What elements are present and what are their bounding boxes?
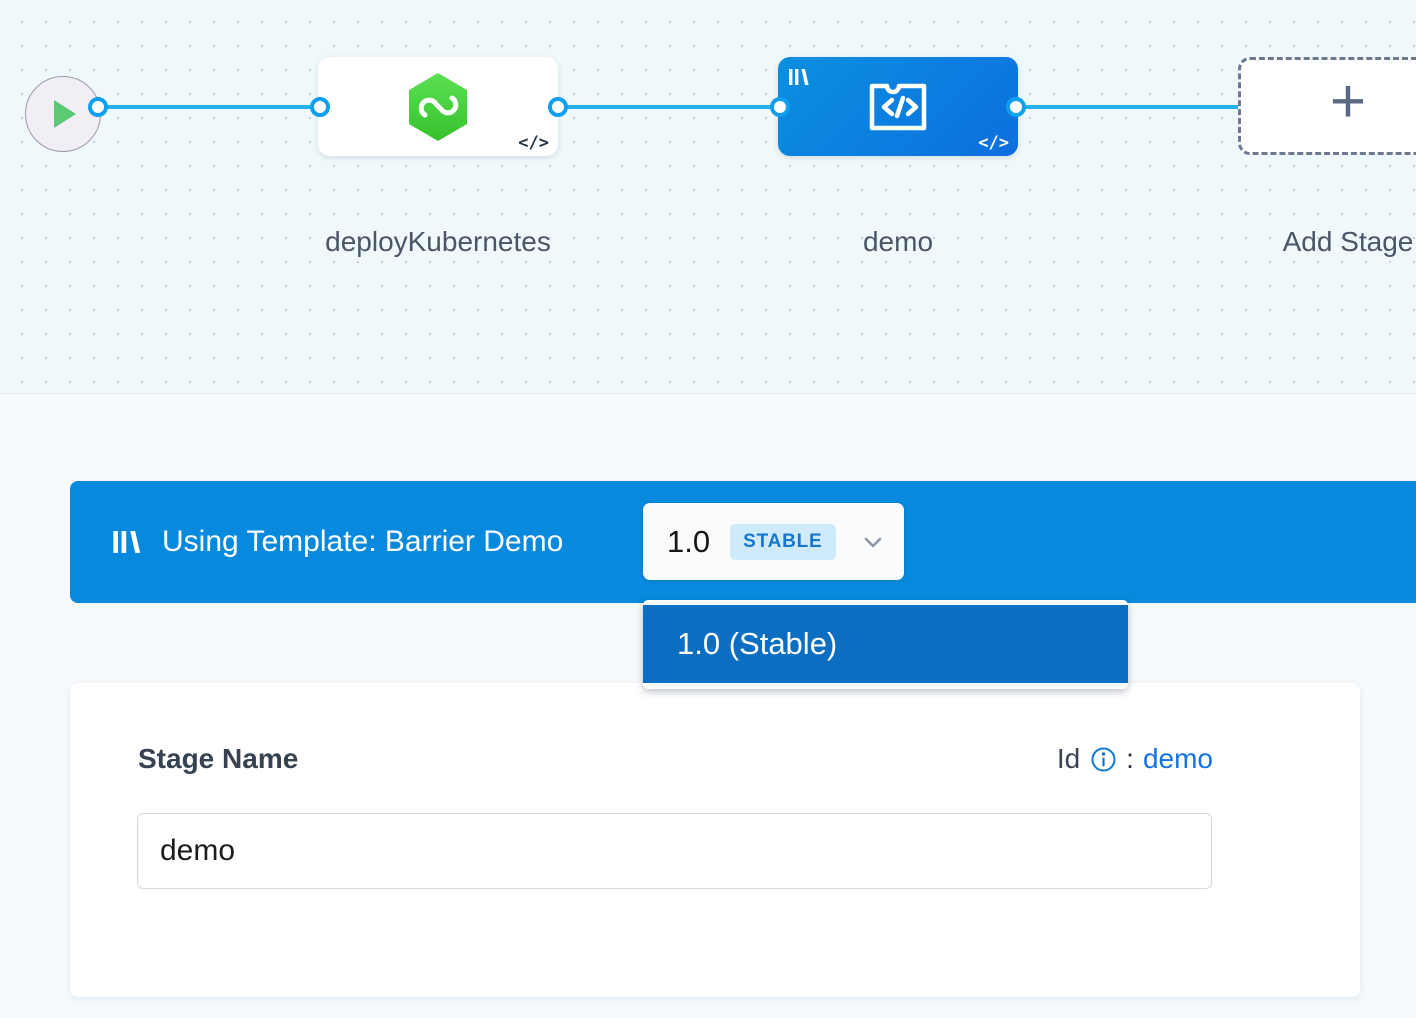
- stage-name-field-header: Stage Name Id : demo: [138, 743, 1213, 775]
- info-circle-icon[interactable]: [1090, 746, 1117, 773]
- stage-node-label-deploykubernetes: deployKubernetes: [325, 226, 551, 257]
- demo-node-input-port[interactable]: [770, 97, 790, 117]
- deploy-node-input-port[interactable]: [310, 97, 330, 117]
- stage-config-panel: Using Template: Barrier Demo 1.0 STABLE …: [0, 394, 1416, 1018]
- using-template-label: Using Template: Barrier Demo: [162, 525, 564, 558]
- stage-node-demo[interactable]: </>: [778, 57, 1018, 156]
- plus-icon: +: [1329, 67, 1367, 136]
- add-stage-label: Add Stage: [1282, 226, 1414, 257]
- stage-node-deploykubernetes[interactable]: </>: [318, 57, 558, 156]
- chevron-down-icon[interactable]: [860, 529, 886, 555]
- edge-demo-to-addstage: [1006, 105, 1246, 109]
- code-angle-brackets-icon: </>: [978, 133, 1009, 153]
- code-angle-brackets-icon: </>: [518, 133, 549, 153]
- edge-deploy-to-demo: [548, 105, 788, 109]
- demo-node-output-port[interactable]: [1006, 97, 1026, 117]
- edge-start-to-deploy: [100, 105, 330, 109]
- stage-name-label: Stage Name: [138, 743, 299, 774]
- stage-node-label-demo: demo: [862, 226, 934, 257]
- template-puzzle-code-icon: [778, 57, 1018, 156]
- template-version-select[interactable]: 1.0 STABLE: [643, 503, 904, 580]
- template-version-number: 1.0: [667, 523, 711, 559]
- template-library-icon: [788, 66, 810, 88]
- template-library-icon: [112, 527, 142, 557]
- stage-id-value[interactable]: demo: [1142, 743, 1213, 774]
- id-separator: :: [1126, 743, 1134, 774]
- stage-name-input[interactable]: [137, 813, 1212, 889]
- play-icon: [54, 100, 76, 128]
- harness-deploy-hexagon-icon: [318, 57, 558, 156]
- template-version-dropdown-menu[interactable]: 1.0 (Stable): [643, 600, 1128, 689]
- id-label: Id: [1056, 743, 1081, 774]
- pipeline-start-node[interactable]: [25, 76, 101, 152]
- using-template-banner: Using Template: Barrier Demo 1.0 STABLE: [70, 481, 1416, 603]
- deploy-node-output-port[interactable]: [548, 97, 568, 117]
- version-menu-item[interactable]: 1.0 (Stable): [643, 605, 1128, 683]
- template-version-badge: STABLE: [730, 523, 836, 560]
- pipeline-canvas[interactable]: </> deployKubernetes </> demo + Add Stag: [0, 0, 1416, 394]
- start-node-output-port[interactable]: [88, 97, 108, 117]
- stage-id-row: Id : demo: [1057, 743, 1213, 775]
- add-stage-node[interactable]: +: [1238, 57, 1416, 155]
